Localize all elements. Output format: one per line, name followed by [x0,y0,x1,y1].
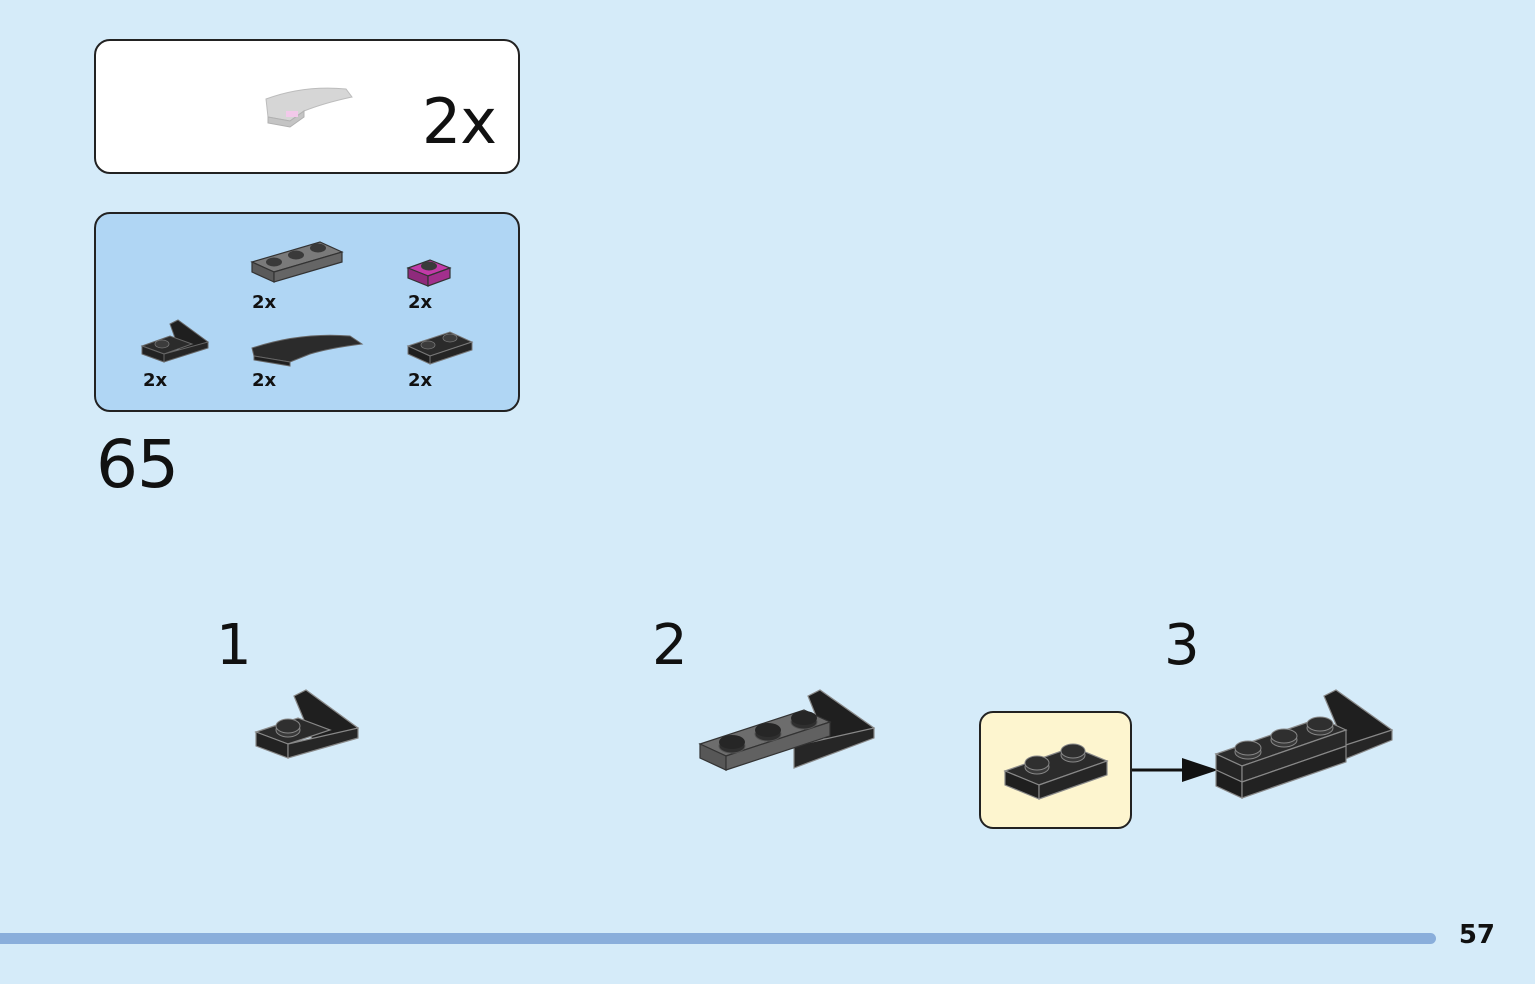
qty-plate-1x1: 2x [408,292,433,313]
sub-step-1-bracket-icon [254,689,360,759]
sub-step-3-number: 3 [1164,613,1200,678]
qty-bracket: 2x [143,370,168,391]
plate-1x2-black-icon [406,331,474,365]
sub-step-2-number: 2 [652,613,688,678]
plate-1x2-black-icon [1003,743,1109,800]
qty-plate-1x3: 2x [252,292,277,313]
step-number: 65 [96,426,179,503]
bracket-black-icon [140,319,210,363]
callout-box [979,711,1132,829]
curved-slope-ghost-icon [265,87,353,128]
qty-curved-slope: 2x [252,370,277,391]
plate-1x1-magenta-icon [406,259,452,287]
page-number: 57 [1458,920,1495,950]
progress-bar [0,933,1436,944]
sub-step-3-assembly-icon [1214,689,1394,799]
multiplier-label: 2x [421,85,497,158]
qty-plate-1x2: 2x [408,370,433,391]
multiplier-box: 2x [94,39,520,174]
sub-step-1-number: 1 [216,613,252,678]
plate-1x3-dark-grey-icon [250,241,344,283]
parts-list-box: 2x 2x 2x 2x 2x [94,212,520,412]
sub-step-2-assembly-icon [698,689,876,771]
arrow-right-icon [1132,758,1218,782]
curved-slope-black-icon [251,334,364,367]
